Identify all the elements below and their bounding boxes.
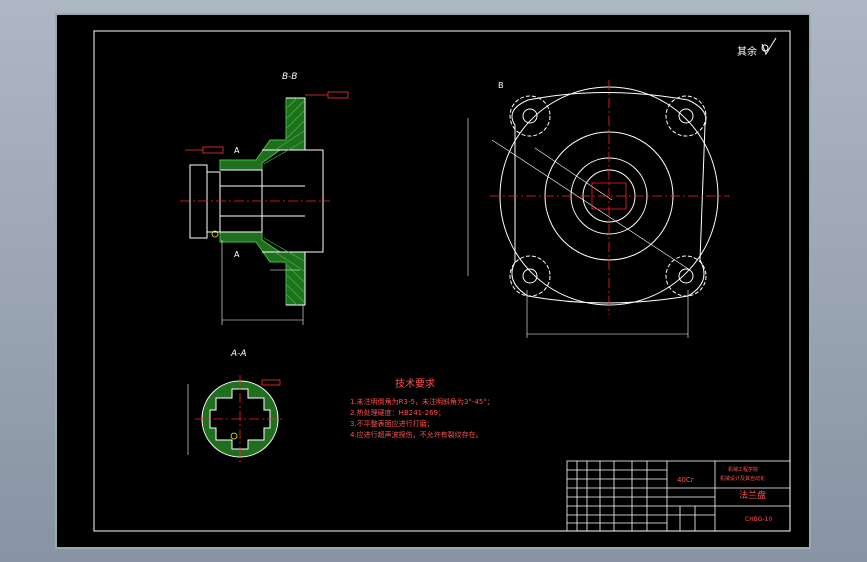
tech-line-4: 4.应进行超声波探伤，不允许有裂纹存在。 bbox=[350, 430, 483, 439]
roughness-note: 其余 bbox=[737, 45, 757, 58]
front-view-centerlines bbox=[490, 80, 730, 315]
sheet-background bbox=[55, 13, 811, 549]
section-aa-view bbox=[187, 375, 285, 463]
title-course: 机械设计及其自动化 bbox=[720, 475, 765, 482]
cut-mark-b: B bbox=[498, 81, 504, 90]
front-view-keyway bbox=[591, 182, 627, 210]
title-drawing-no: CHBG-10 bbox=[745, 516, 772, 523]
title-material: 40Cr bbox=[677, 476, 694, 484]
title-school: 机械工程学院 bbox=[728, 466, 758, 473]
tech-title: 技术要求 bbox=[395, 377, 435, 390]
title-block bbox=[566, 460, 791, 532]
section-aa-label: A-A bbox=[230, 349, 247, 359]
technical-requirements: 技术要求 1.未注明倒角为R3-5，未注明斜角为3°-45°； 2.热处理硬度：… bbox=[350, 377, 494, 439]
cut-mark-a-lower: A bbox=[234, 250, 240, 259]
cut-mark-a-upper: A bbox=[234, 146, 240, 155]
section-bb-label: B-B bbox=[282, 72, 297, 82]
title-part-name: 法兰盘 bbox=[739, 489, 766, 501]
roughness-symbol-icon bbox=[761, 37, 777, 56]
drawing-frame bbox=[93, 30, 791, 532]
tech-line-3: 3.不平整表面应进行打磨； bbox=[350, 419, 434, 428]
tech-line-2: 2.热处理硬度：HB241-269； bbox=[350, 408, 445, 417]
section-bb-view: A A bbox=[180, 91, 349, 325]
tech-line-1: 1.未注明倒角为R3-5，未注明斜角为3°-45°； bbox=[350, 397, 494, 406]
